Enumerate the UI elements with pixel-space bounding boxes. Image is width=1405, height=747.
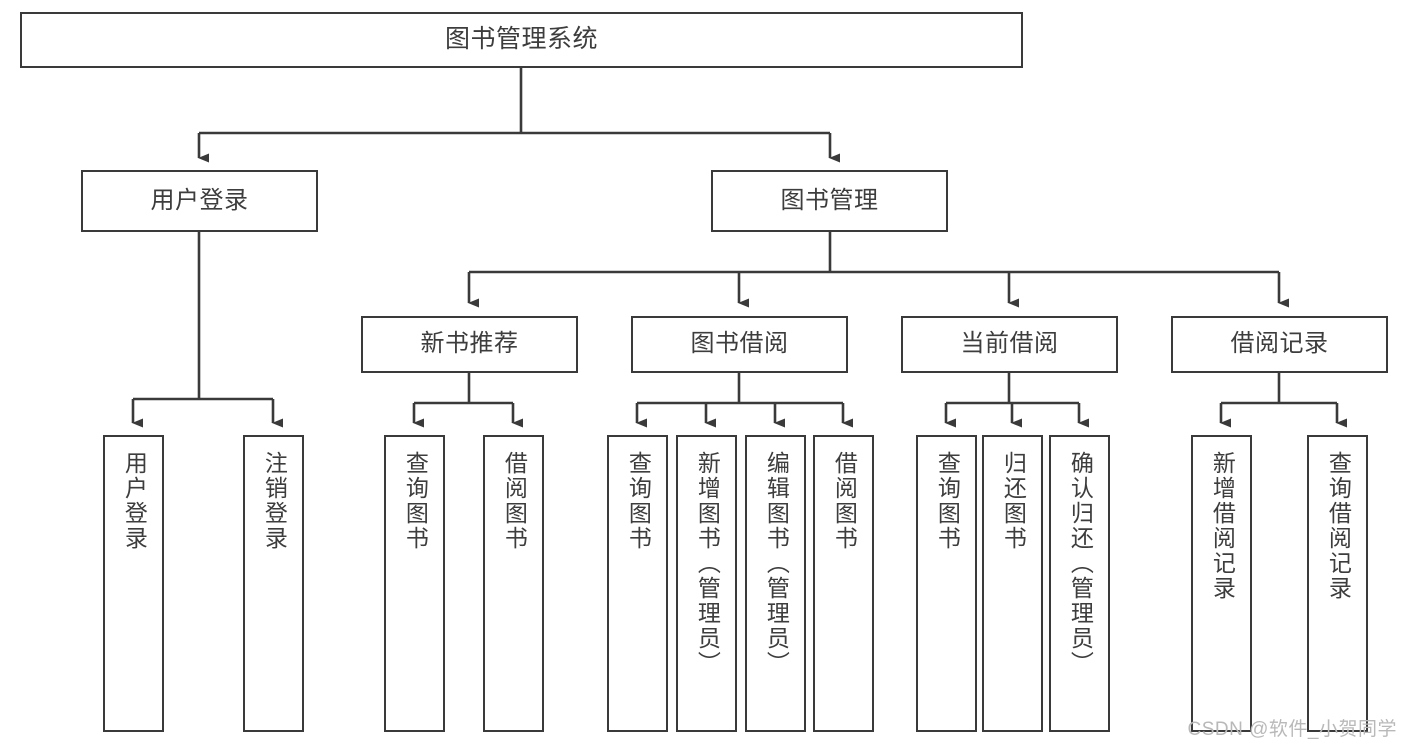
leaf-query-borrow-record[interactable]: 查询借阅记录	[1307, 435, 1368, 732]
leaf-return-book[interactable]: 归还图书	[982, 435, 1043, 732]
node-book-management[interactable]: 图书管理	[711, 170, 948, 232]
node-label: 编辑图书（管理员）	[763, 451, 790, 676]
leaf-query-books-current[interactable]: 查询图书	[916, 435, 977, 732]
csdn-watermark: CSDN @软件_小贺同学	[1187, 719, 1397, 740]
node-label: 确认归还（管理员）	[1067, 451, 1094, 676]
node-user-login[interactable]: 用户登录	[81, 170, 318, 232]
leaf-query-books-borrow[interactable]: 查询图书	[607, 435, 668, 732]
node-book-borrowing[interactable]: 图书借阅	[631, 316, 848, 373]
node-label: 查询图书	[625, 451, 652, 551]
leaf-query-books-new[interactable]: 查询图书	[384, 435, 445, 732]
node-label: 当前借阅	[960, 330, 1059, 358]
node-current-borrowing[interactable]: 当前借阅	[901, 316, 1118, 373]
leaf-edit-book-admin[interactable]: 编辑图书（管理员）	[745, 435, 806, 732]
node-label: 新增图书（管理员）	[694, 451, 721, 676]
node-label: 用户登录	[121, 451, 148, 551]
node-label: 用户登录	[150, 186, 249, 214]
leaf-borrow-books-new[interactable]: 借阅图书	[483, 435, 544, 732]
leaf-confirm-return-admin[interactable]: 确认归还（管理员）	[1049, 435, 1110, 732]
leaf-add-book-admin[interactable]: 新增图书（管理员）	[676, 435, 737, 732]
node-label: 借阅记录	[1230, 330, 1329, 358]
node-label: 查询图书	[402, 451, 429, 551]
leaf-borrow-book[interactable]: 借阅图书	[813, 435, 874, 732]
node-label: 查询图书	[934, 451, 961, 551]
node-root-system[interactable]: 图书管理系统	[20, 12, 1023, 68]
node-label: 图书管理	[780, 186, 879, 214]
leaf-add-borrow-record[interactable]: 新增借阅记录	[1191, 435, 1252, 732]
leaf-logout[interactable]: 注销登录	[243, 435, 304, 732]
node-new-book-recommendation[interactable]: 新书推荐	[361, 316, 578, 373]
node-label: 归还图书	[1000, 451, 1027, 551]
node-label: 借阅图书	[831, 451, 858, 551]
node-borrow-records[interactable]: 借阅记录	[1171, 316, 1388, 373]
node-label: 查询借阅记录	[1325, 451, 1352, 601]
leaf-user-login[interactable]: 用户登录	[103, 435, 164, 732]
node-label: 注销登录	[261, 451, 288, 551]
node-label: 图书借阅	[690, 330, 789, 358]
node-label: 图书管理系统	[444, 25, 598, 54]
node-label: 新书推荐	[420, 330, 519, 358]
node-label: 借阅图书	[501, 451, 528, 551]
node-label: 新增借阅记录	[1209, 451, 1236, 601]
